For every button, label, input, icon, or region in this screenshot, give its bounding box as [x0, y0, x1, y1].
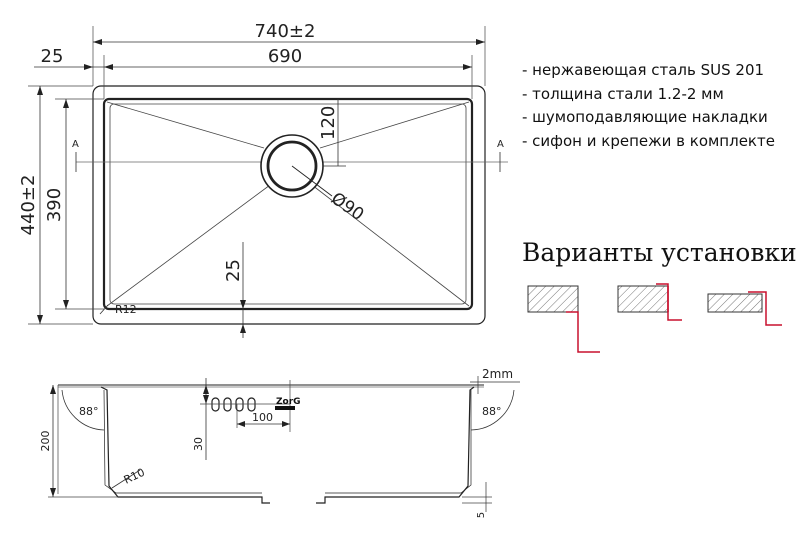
- feature-thickness: - толщина стали 1.2-2 мм: [522, 85, 724, 103]
- slope-line-bottom-left: [106, 184, 271, 307]
- installation-variants: [527, 283, 782, 353]
- overflow-holes: [211, 397, 256, 412]
- feature-soundproof: - шумоподавляющие накладки: [522, 108, 768, 126]
- top-view: A A Ø90 120 25 R12 740±2 690: [18, 21, 508, 338]
- feature-material: - нержавеющая сталь SUS 201: [522, 61, 765, 79]
- sink-bowl-inner-edge: [109, 103, 467, 305]
- variant-flush: [617, 283, 682, 321]
- rim-width-label: 25: [41, 46, 64, 67]
- slope-line-top-left: [106, 101, 265, 149]
- variant-undermount: [527, 285, 600, 353]
- corner-radius-label: R12: [115, 303, 137, 316]
- height-label: 200: [39, 431, 52, 452]
- overflow-height-label: 30: [192, 437, 205, 451]
- drain-diameter-label: Ø90: [327, 189, 367, 225]
- left-angle-label: 88°: [79, 405, 99, 418]
- bottom-step-label: 5: [476, 512, 487, 518]
- feature-siphon: - сифон и крепежи в комплекте: [522, 132, 775, 150]
- slope-line-top-right: [319, 101, 470, 149]
- sink-outer-rim: [92, 85, 486, 325]
- slope-line-bottom-right: [311, 184, 470, 307]
- drain-offset-label: 120: [318, 106, 339, 140]
- variant-overmount: [707, 291, 782, 326]
- bottom-offset-label: 25: [223, 259, 244, 282]
- inner-radius-label: R10: [122, 466, 147, 487]
- section-mark-left: A: [72, 139, 79, 150]
- section-mark-right: A: [497, 139, 504, 150]
- inner-width-label: 690: [268, 46, 302, 67]
- installation-title: Варианты установки: [522, 238, 797, 267]
- overall-width-label: 740±2: [255, 21, 316, 42]
- overflow-offset-label: 100: [252, 411, 273, 424]
- thickness-label: 2mm: [482, 367, 513, 381]
- brand-logo: ZorG: [276, 397, 301, 407]
- right-angle-label: 88°: [482, 405, 502, 418]
- sink-bowl: [102, 97, 474, 311]
- inner-depth-label: 390: [44, 188, 65, 222]
- overall-depth-label: 440±2: [18, 175, 39, 236]
- section-view: 88° 88° 200 30 100 ZorG R10: [39, 367, 520, 518]
